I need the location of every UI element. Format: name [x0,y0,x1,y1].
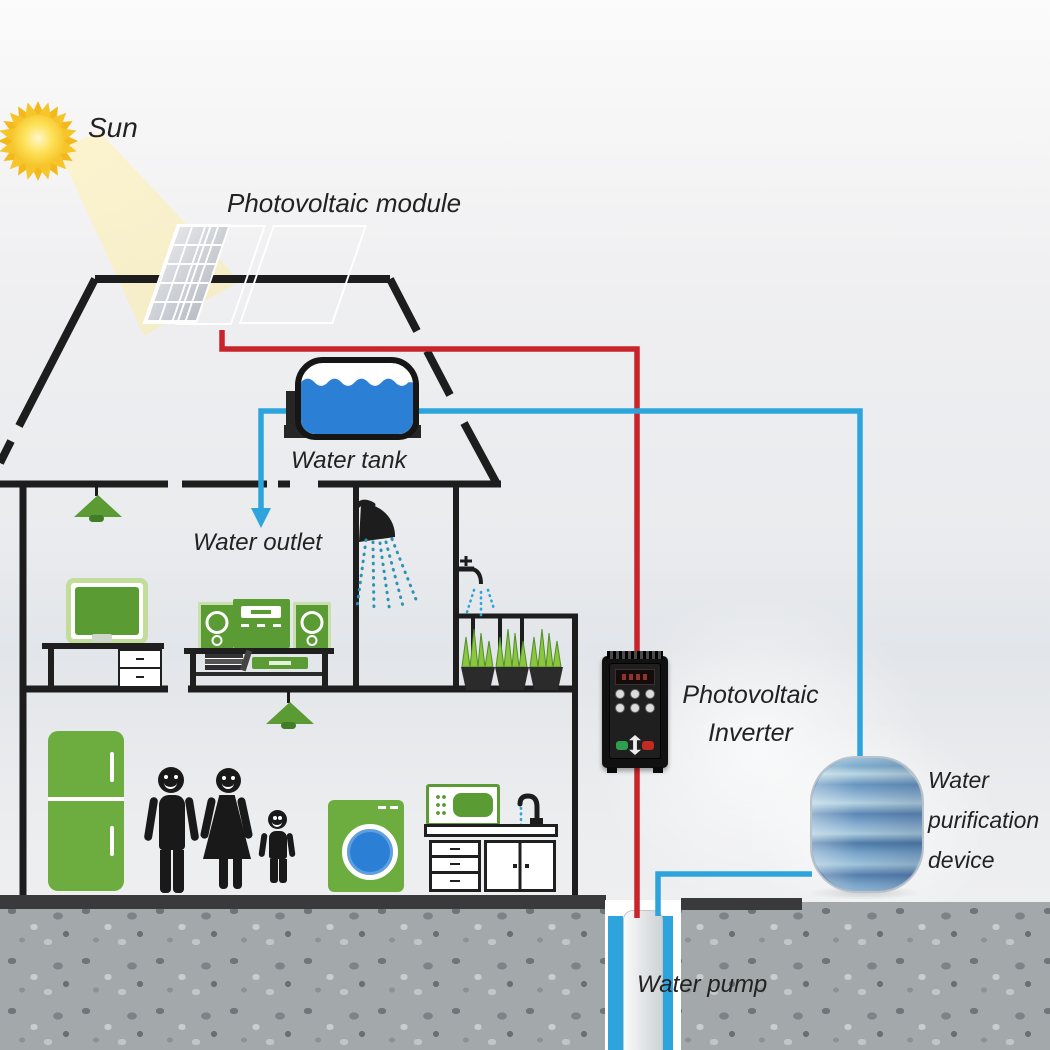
desk-drawers [118,649,162,688]
inverter-arrow-keys [629,735,641,755]
washing-machine-controls [390,806,398,809]
photovoltaic-inverter-label: Photovoltaic Inverter [682,681,819,747]
tv-stand [184,648,334,654]
stereo-icon [233,599,290,648]
inverter-run-button [616,741,628,750]
kitchen-cabinet-icon [484,840,556,892]
person-icon [269,831,287,859]
ceiling-lamp-icon [95,484,98,496]
water-outlet-label: Water outlet [193,529,322,556]
desk-leg [48,649,54,688]
monitor-stand [92,634,112,642]
person-icon [279,859,287,883]
power-wire-icon [219,330,640,918]
faucet-spray [465,588,496,618]
inverter-icon [602,651,668,773]
ceiling-lamp-icon [281,722,296,729]
tv-stand [322,654,328,688]
water-tank-icon [295,357,419,440]
tv-stand [196,672,322,676]
inverter-stop-button [642,741,654,750]
sun-label: Sun [88,112,138,143]
shower-icon [353,499,396,542]
fridge-handle [110,826,114,856]
person-icon [270,859,278,883]
washing-machine-controls [378,806,386,809]
person-icon [233,859,242,889]
inverter-panel [609,663,661,759]
water-pump-icon [623,910,663,1050]
down-arrow-icon [251,508,271,528]
faucet-icon [456,556,483,585]
kitchen-counter [424,824,558,837]
sun-icon [0,101,78,181]
ceiling-lamp-icon [89,515,104,522]
washing-machine-door [342,824,398,880]
books-icon [205,654,243,672]
person-icon [159,795,185,850]
water-tank-label: Water tank [291,447,407,474]
person-smile [272,819,282,827]
tv-stand [190,654,196,688]
ceiling-lamp-icon [74,495,122,517]
house-floor-slab [0,895,606,909]
potted-plant-icon [461,628,563,690]
water-pump-label: Water pump [637,971,768,998]
shower-spray [355,537,419,615]
water-purifier-icon [810,756,924,893]
water-purification-device-label: Water purification device [928,767,1040,873]
disc-player-icon [252,657,308,669]
desk-icon [42,643,164,649]
ground-icon [0,902,1050,1050]
ceiling-lamp-icon [266,702,314,724]
water-pipe-icon [258,408,863,916]
microwave-icon [426,784,500,826]
person-smile [222,780,234,789]
fridge-handle [110,752,114,782]
person-icon [160,850,171,893]
person-smile [164,780,177,789]
person-icon [173,850,184,893]
inverter-display [615,669,655,685]
kitchen-faucet-base [530,818,543,826]
computer-monitor-icon [66,578,148,644]
kitchen-faucet-icon [517,793,540,829]
ceiling-lamp-icon [287,690,290,703]
stereo-icon [198,602,236,654]
person-icon [219,859,228,889]
inverter-heatsink [607,651,663,659]
stereo-icon [293,602,331,654]
well-water [608,916,623,1050]
well-cap-slab [681,898,802,910]
photovoltaic-module-label: Photovoltaic module [227,188,462,218]
kitchen-cabinet-icon [429,840,481,892]
